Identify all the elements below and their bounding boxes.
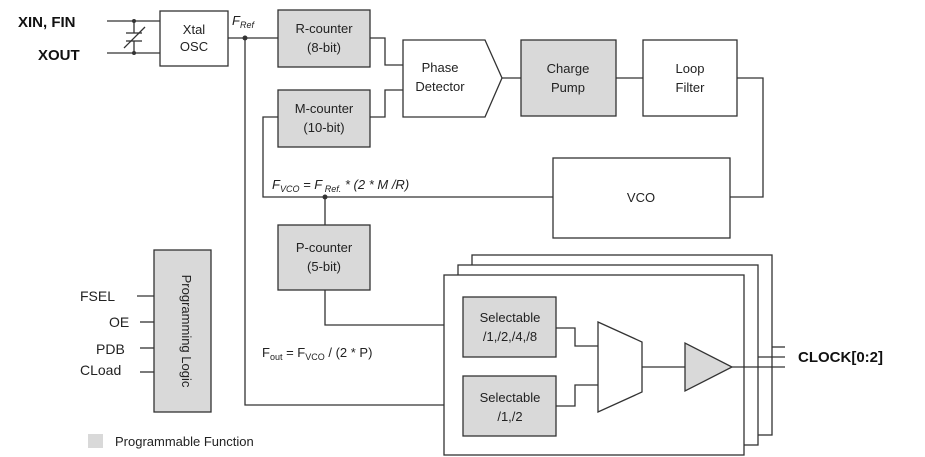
r-counter-line1: R-counter (295, 21, 353, 36)
xtal-osc-line1: Xtal (183, 22, 206, 37)
vco-feedback-wiring (262, 116, 553, 225)
programming-pins: FSEL OE PDB CLoad (80, 288, 154, 378)
pin-oe: OE (109, 314, 129, 330)
fout-equation: Fout = FVCO / (2 * P) (262, 345, 372, 362)
clock-output-lines (732, 346, 785, 368)
selectable-2-line2: /1,/2 (497, 409, 522, 424)
phase-detector-line2: Detector (415, 79, 465, 94)
vco-block: VCO (552, 157, 731, 239)
selectable-1-line2: /1,/2,/4,/8 (483, 329, 537, 344)
r-counter-block: R-counter (8-bit) (277, 9, 371, 68)
fref-label: FRef (232, 13, 255, 30)
pin-fsel: FSEL (80, 288, 115, 304)
legend-label: Programmable Function (115, 434, 254, 449)
xtal-osc-line2: OSC (180, 39, 208, 54)
vco-label: VCO (627, 190, 655, 205)
pin-cload: CLoad (80, 362, 121, 378)
selectable-2-block: Selectable /1,/2 (462, 375, 557, 437)
loop-filter-line2: Filter (676, 80, 706, 95)
charge-pump-line2: Pump (551, 80, 585, 95)
p-counter-line2: (5-bit) (307, 259, 341, 274)
lf-to-vco-wire (730, 77, 764, 198)
output-buffer (684, 341, 734, 393)
charge-pump-line1: Charge (547, 61, 590, 76)
m-to-pd-wire (370, 89, 403, 118)
selectable-to-mux-wiring (556, 327, 598, 407)
crystal-symbol (107, 19, 160, 55)
p-counter-block: P-counter (5-bit) (277, 224, 371, 291)
programming-logic-block: Programming Logic (153, 249, 212, 413)
selectable-1-block: Selectable /1,/2,/4,/8 (462, 296, 557, 358)
loop-filter-line1: Loop (676, 61, 705, 76)
fref-wiring (228, 35, 463, 406)
xout-label: XOUT (38, 47, 80, 64)
legend-swatch (88, 434, 103, 448)
m-counter-block: M-counter (10-bit) (277, 89, 371, 148)
xin-fin-label: XIN, FIN (18, 14, 76, 31)
phase-detector-line1: Phase (422, 60, 459, 75)
r-counter-line2: (8-bit) (307, 40, 341, 55)
fvco-equation: FVCO = F Ref. * (2 * M /R) (272, 177, 409, 194)
programming-logic-label: Programming Logic (179, 275, 194, 388)
legend: Programmable Function (88, 434, 254, 449)
selectable-2-line1: Selectable (480, 390, 541, 405)
p-counter-line1: P-counter (296, 240, 353, 255)
charge-pump-block: Charge Pump (520, 39, 617, 117)
p-to-sel1-wire (324, 290, 463, 326)
selectable-1-line1: Selectable (480, 310, 541, 325)
xtal-osc-block: Xtal OSC (159, 10, 229, 67)
loop-filter-block: Loop Filter (642, 39, 738, 117)
pin-pdb: PDB (96, 341, 125, 357)
output-mux (597, 320, 643, 414)
clock-output-label: CLOCK[0:2] (798, 349, 883, 366)
r-to-pd-wire (370, 37, 403, 66)
phase-detector-block: Phase Detector (402, 39, 503, 118)
m-counter-line2: (10-bit) (303, 120, 344, 135)
m-counter-line1: M-counter (295, 101, 354, 116)
